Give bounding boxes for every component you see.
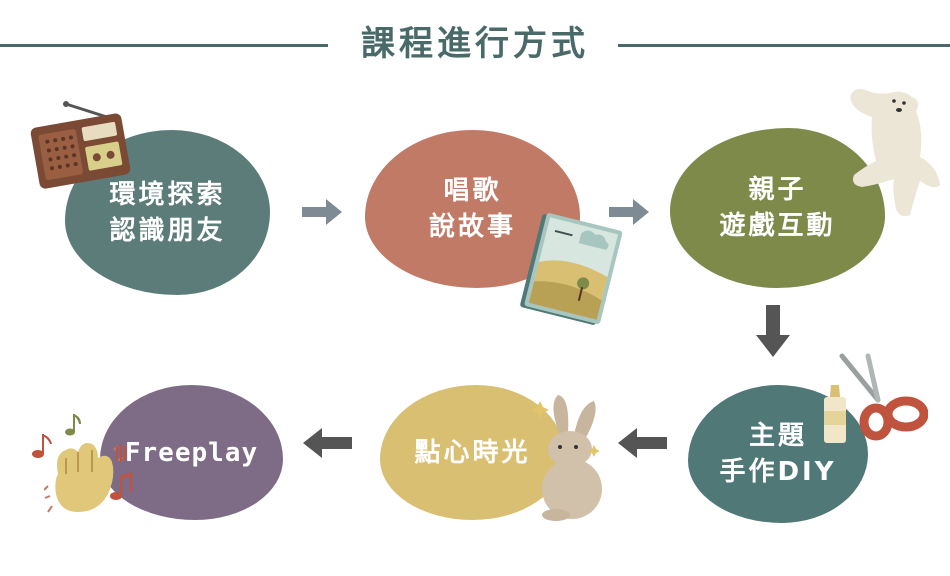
step-4-line-1: 主題 [748,421,807,451]
arrow-right-2 [609,199,649,225]
step-3-line-2: 遊戲互動 [719,211,836,241]
step-game-blob: 親子 遊戲互動 [670,128,885,288]
arrow-left-1 [618,428,667,458]
step-2-line-1: 唱歌 [443,176,502,206]
step-3-line-1: 親子 [748,175,807,205]
step-6-line-1: Freeplay [124,437,259,468]
arrow-right-1 [302,199,342,225]
title-line-left [0,44,328,47]
step-1-line-1: 環境探索 [109,179,226,210]
polar-bear-icon [850,89,940,217]
step-4-line-2: 手作DIY [719,457,837,487]
step-1-line-2: 認識朋友 [109,215,226,246]
arrow-down [756,305,790,357]
radio-icon [30,101,131,189]
step-5-line-1: 點心時光 [414,437,531,468]
scissors-icon [839,353,928,441]
step-snack-blob: 點心時光 [380,385,565,520]
page-title: 課程進行方式 [361,24,589,64]
step-freeplay-blob: Freeplay [100,385,283,520]
step-2-line-2: 說故事 [428,212,516,242]
book-icon [520,213,623,325]
title-line-right [618,44,950,47]
music-note-icon [32,414,132,500]
arrow-left-2 [303,428,352,458]
rabbit-icon [531,395,602,521]
glue-bottle-icon [824,385,846,443]
